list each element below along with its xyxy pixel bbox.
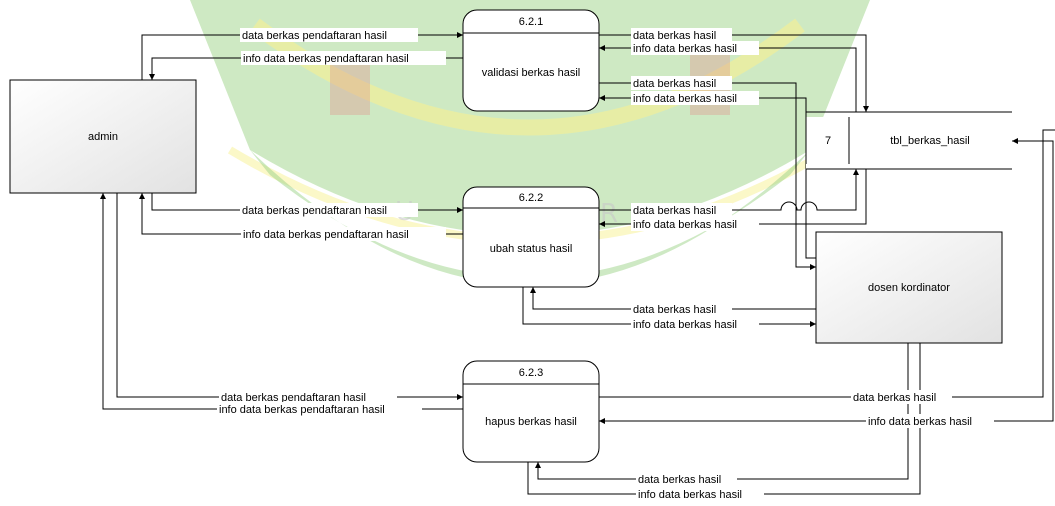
entity-admin-label: admin: [88, 131, 118, 143]
flow-label-6-2-2-store-dbh: data berkas hasil: [631, 203, 732, 217]
svg-text:data berkas pendaftaran hasil: data berkas pendaftaran hasil: [242, 205, 387, 217]
flow-label-store-6-2-3-idbh: info data berkas hasil: [866, 414, 994, 428]
entity-admin[interactable]: admin: [9, 79, 197, 194]
entity-dosen-label: dosen kordinator: [868, 282, 950, 294]
datastore-name: tbl_berkas_hasil: [890, 135, 970, 147]
svg-text:info data berkas pendaftaran h: info data berkas pendaftaran hasil: [243, 53, 409, 65]
flow-lines: [102, 34, 1055, 495]
process-6-2-1-id: 6.2.1: [519, 16, 543, 28]
process-6-2-2-id: 6.2.2: [519, 192, 543, 204]
flow-label-6-2-3-dosen-idbh: info data berkas hasil: [636, 487, 764, 501]
flow-label-dosen-6-2-2-idbh: info data berkas hasil: [631, 317, 759, 331]
process-6-2-3[interactable]: 6.2.3 hapus berkas hasil: [462, 360, 600, 463]
flow-label-store-6-2-2-idbh: info data berkas hasil: [631, 217, 759, 231]
svg-text:data berkas hasil: data berkas hasil: [633, 205, 716, 217]
process-6-2-3-id: 6.2.3: [519, 367, 543, 379]
svg-text:info data berkas hasil: info data berkas hasil: [638, 489, 742, 501]
svg-text:info data berkas hasil: info data berkas hasil: [633, 43, 737, 55]
flow-label-6-2-2-admin-dbph: data berkas pendaftaran hasil: [240, 203, 418, 217]
entity-dosen-kordinator[interactable]: dosen kordinator: [815, 231, 1003, 344]
datastore-tbl-berkas-hasil[interactable]: 7 tbl_berkas_hasil: [805, 111, 1012, 170]
svg-text:data berkas hasil: data berkas hasil: [633, 304, 716, 316]
flow-label-6-2-3-store-dbh: data berkas hasil: [851, 390, 952, 404]
flow-label-6-2-1-dosen-dbh: data berkas hasil: [631, 76, 732, 90]
svg-text:info data berkas hasil: info data berkas hasil: [633, 319, 737, 331]
flow-label-6-2-2-dosen-dbh: data berkas hasil: [631, 302, 732, 316]
svg-text:data berkas hasil: data berkas hasil: [633, 78, 716, 90]
flow-label-6-2-1-admin-idbph: info data berkas pendaftaran hasil: [241, 51, 446, 65]
svg-text:info data berkas hasil: info data berkas hasil: [633, 219, 737, 231]
flow-label-dosen-6-2-1-idbh: info data berkas hasil: [631, 91, 759, 105]
flow-label-admin-6-2-3-dbph: data berkas pendaftaran hasil: [219, 390, 397, 404]
process-6-2-3-name: hapus berkas hasil: [485, 416, 577, 428]
flow-label-admin-6-2-1-dbph: data berkas pendaftaran hasil: [240, 28, 418, 42]
svg-text:data berkas pendaftaran hasil: data berkas pendaftaran hasil: [221, 392, 366, 404]
process-6-2-1-name: validasi berkas hasil: [482, 67, 580, 79]
flow-label-admin-6-2-2-idbph: info data berkas pendaftaran hasil: [241, 227, 446, 241]
svg-text:info data berkas hasil: info data berkas hasil: [633, 93, 737, 105]
flow-label-6-2-1-store-dbh: data berkas hasil: [631, 28, 732, 42]
flow-label-dosen-6-2-3-dbh: data berkas hasil: [636, 472, 737, 486]
svg-text:data berkas hasil: data berkas hasil: [638, 474, 721, 486]
flow-label-store-6-2-1-idbh: info data berkas hasil: [631, 41, 759, 55]
flow-label-6-2-3-admin-idbph: info data berkas pendaftaran hasil: [217, 402, 422, 416]
process-6-2-2[interactable]: 6.2.2 ubah status hasil: [462, 186, 600, 288]
svg-text:info data berkas hasil: info data berkas hasil: [868, 416, 972, 428]
datastore-id: 7: [825, 135, 831, 147]
svg-text:data berkas pendaftaran hasil: data berkas pendaftaran hasil: [242, 30, 387, 42]
svg-text:data berkas hasil: data berkas hasil: [853, 392, 936, 404]
flow-labels: data berkas pendaftaran hasil info data …: [217, 28, 994, 501]
svg-text:data berkas hasil: data berkas hasil: [633, 30, 716, 42]
process-6-2-1[interactable]: 6.2.1 validasi berkas hasil: [462, 9, 600, 112]
process-6-2-2-name: ubah status hasil: [490, 243, 573, 255]
svg-text:info data berkas pendaftaran h: info data berkas pendaftaran hasil: [219, 404, 385, 416]
svg-text:info data berkas pendaftaran h: info data berkas pendaftaran hasil: [243, 229, 409, 241]
